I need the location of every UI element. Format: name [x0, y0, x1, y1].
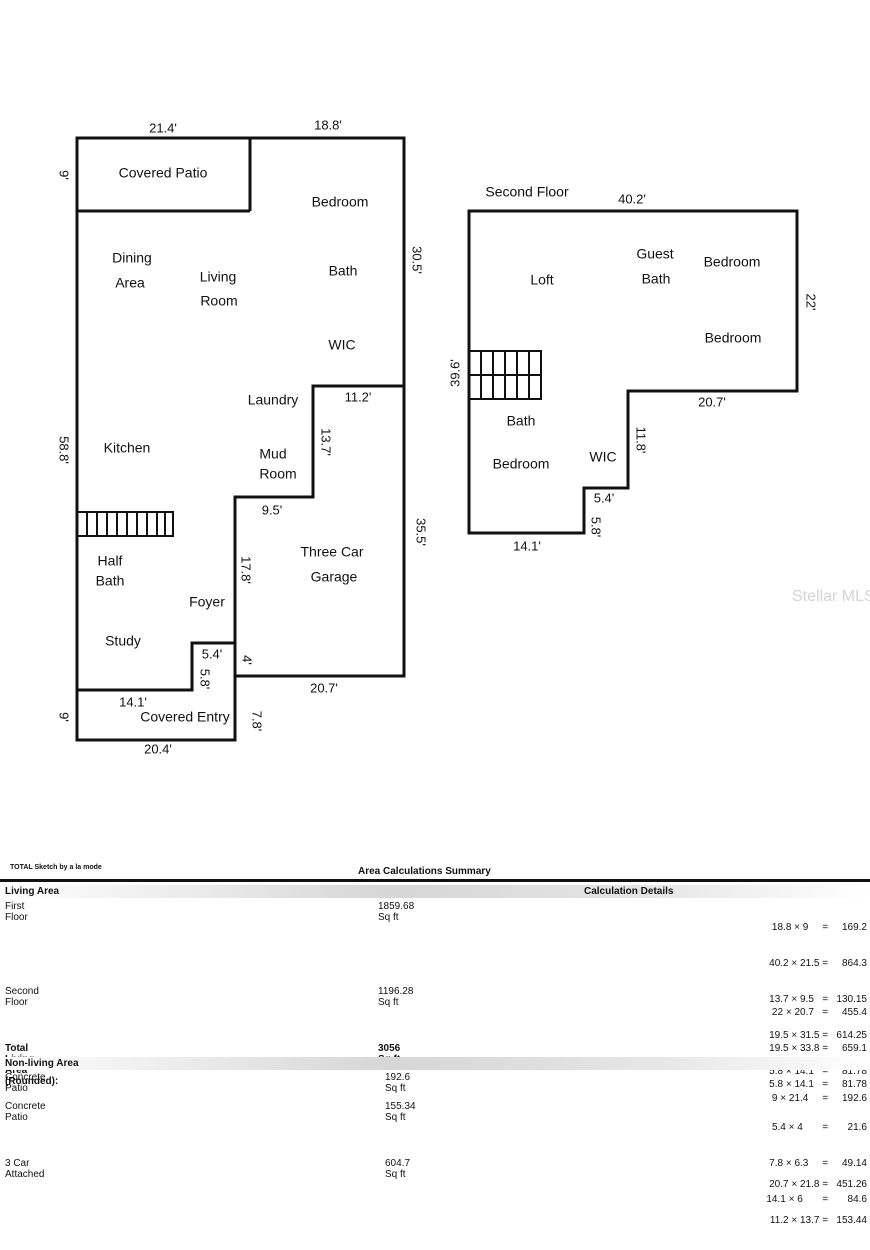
- room-bedroom-upper-2: Bedroom: [705, 330, 762, 346]
- room-dining-area: Area: [115, 275, 145, 291]
- dim2-bottom: 14.1': [513, 538, 541, 553]
- row-area: 1859.68 Sq ft: [378, 901, 415, 923]
- first-floor-stairs: [76, 511, 174, 537]
- dim-garage-bottom: 20.7': [310, 680, 338, 695]
- calc-line: 11.2 × 13.7 = 153.44: [769, 1215, 867, 1226]
- room-bedroom: Bedroom: [312, 194, 369, 210]
- room-living: Living: [200, 269, 237, 285]
- room-loft: Loft: [530, 272, 553, 288]
- dim-top-left: 21.4': [149, 120, 177, 135]
- room-half: Half: [98, 553, 123, 569]
- dim-garage-right: 35.5': [414, 518, 429, 546]
- calc-line: 19.5 × 31.5 = 614.25: [769, 1030, 867, 1041]
- row-calcs: 18.8 × 9 = 169.2 40.2 × 21.5 = 864.3 13.…: [752, 899, 867, 1101]
- row-name: Concrete Patio: [5, 1072, 46, 1094]
- calc-line: 20.7 × 21.8 = 451.26: [769, 1179, 867, 1190]
- room-foyer: Foyer: [189, 594, 225, 610]
- room-kitchen: Kitchen: [104, 440, 151, 456]
- dim-garage-notch: 4': [240, 655, 255, 665]
- row-name: Second Floor: [5, 986, 39, 1008]
- calc-line: 40.2 × 21.5 = 864.3: [769, 958, 867, 969]
- calc-line: 5.8 × 14.1 = 81.78: [769, 1079, 867, 1090]
- row-area: 604.7 Sq ft: [385, 1158, 411, 1180]
- sketch-credit: TOTAL Sketch by a la mode: [10, 864, 102, 871]
- entry-wall: [77, 641, 235, 692]
- room-guest-bath: Bath: [642, 271, 671, 287]
- dim2-top: 40.2': [618, 191, 646, 206]
- garage-wall: [233, 384, 404, 676]
- calc-line: 5.8 × 14.1 = 81.78: [769, 1066, 867, 1077]
- second-floor-title: Second Floor: [485, 184, 569, 200]
- row-calcs: 20.7 × 21.8 = 451.26 11.2 × 13.7 = 153.4…: [752, 1156, 867, 1250]
- row-name: Concrete Patio: [5, 1101, 46, 1123]
- summary-title: Area Calculations Summary: [358, 866, 491, 877]
- summary-rule: [0, 879, 870, 882]
- dim-step-top: 11.2': [345, 389, 372, 404]
- dim-entry-notch-side: 5.8': [198, 669, 213, 690]
- row-name: First Floor: [5, 901, 28, 923]
- area-summary: TOTAL Sketch by a la mode Area Calculati…: [0, 860, 870, 1226]
- calc-line: 9 × 21.4 = 192.6: [771, 1093, 867, 1104]
- dim-top-right: 18.8': [314, 117, 342, 132]
- dim2-notch-side: 5.8': [589, 517, 604, 538]
- dim2-left: 39.6': [447, 359, 462, 387]
- dim-left: 58.8': [57, 436, 72, 464]
- calc-line: 5.4 × 4 = 21.6: [771, 1122, 867, 1133]
- dim-right-upper: 30.5': [410, 246, 425, 274]
- room-wic: WIC: [328, 337, 355, 353]
- calc-line: 13.7 × 9.5 = 130.15: [769, 994, 867, 1005]
- room-dining: Dining: [112, 250, 152, 266]
- dim-entry-notch-top: 5.4': [202, 646, 223, 661]
- room-covered-entry: Covered Entry: [140, 709, 229, 725]
- room-three-car: Three Car: [300, 544, 363, 560]
- dim2-step-bottom: 20.7': [698, 394, 726, 409]
- room-bedroom-upper-1: Bedroom: [704, 254, 761, 270]
- dim-step-bottom: 9.5': [262, 502, 283, 517]
- row-calcs: 22 × 20.7 = 455.4 19.5 × 33.8 = 659.1 5.…: [752, 984, 867, 1114]
- row-area: 192.6 Sq ft: [385, 1072, 411, 1094]
- second-floor-stairs: [468, 350, 542, 400]
- dim-entry-top: 14.1': [119, 694, 147, 709]
- living-area-header: Living Area: [5, 886, 60, 897]
- row-area: 1196.28 Sq ft: [378, 986, 414, 1008]
- second-floor: [467, 209, 799, 535]
- non-living-header: Non-living Area: [5, 1058, 79, 1069]
- dim-entry-side-left: 9': [57, 712, 72, 722]
- room-bath-upper: Bath: [507, 413, 536, 429]
- second-floor-outline: [467, 209, 799, 535]
- non-living-band: [0, 1057, 870, 1070]
- calc-line: 22 × 20.7 = 455.4: [771, 1007, 867, 1018]
- calc-line: 18.8 × 9 = 169.2: [771, 922, 867, 933]
- room-guest: Guest: [636, 246, 673, 262]
- dim-entry-bottom: 20.4': [144, 741, 172, 756]
- room-mud-room: Room: [259, 466, 296, 482]
- dim-entry-side-right: 7.8': [250, 711, 265, 732]
- room-bedroom-upper-3: Bedroom: [493, 456, 550, 472]
- dim-garage-left: 17.8': [239, 556, 254, 584]
- calc-line: 7.8 × 6.3 = 49.14: [769, 1158, 867, 1169]
- room-garage: Garage: [311, 569, 358, 585]
- dim-patio-side: 9': [57, 170, 72, 180]
- calc-details-header: Calculation Details: [584, 886, 674, 897]
- living-area-band: [0, 885, 870, 898]
- room-laundry: Laundry: [248, 392, 299, 408]
- dim2-notch-top: 5.4': [594, 490, 615, 505]
- row-name: 3 Car Attached: [5, 1158, 45, 1180]
- dim2-step-side: 11.8': [634, 427, 649, 454]
- row-calcs: 9 × 21.4 = 192.6: [752, 1070, 867, 1128]
- row-area: 155.34 Sq ft: [385, 1101, 416, 1123]
- room-bath: Bath: [329, 263, 358, 279]
- dim-step-side: 13.7': [319, 428, 334, 456]
- room-wic-upper: WIC: [589, 449, 616, 465]
- calc-line: 19.5 × 33.8 = 659.1: [769, 1043, 867, 1054]
- room-covered-patio: Covered Patio: [119, 165, 208, 181]
- watermark: Stellar MLS: [792, 588, 870, 605]
- room-half-bath: Bath: [96, 573, 125, 589]
- room-living-room: Room: [200, 293, 237, 309]
- dim2-right: 22': [804, 294, 819, 311]
- room-study: Study: [105, 633, 141, 649]
- first-floor: [75, 136, 406, 742]
- room-mud: Mud: [259, 446, 286, 462]
- floor-plan: Covered Patio Bedroom Dining Area Living…: [57, 117, 870, 756]
